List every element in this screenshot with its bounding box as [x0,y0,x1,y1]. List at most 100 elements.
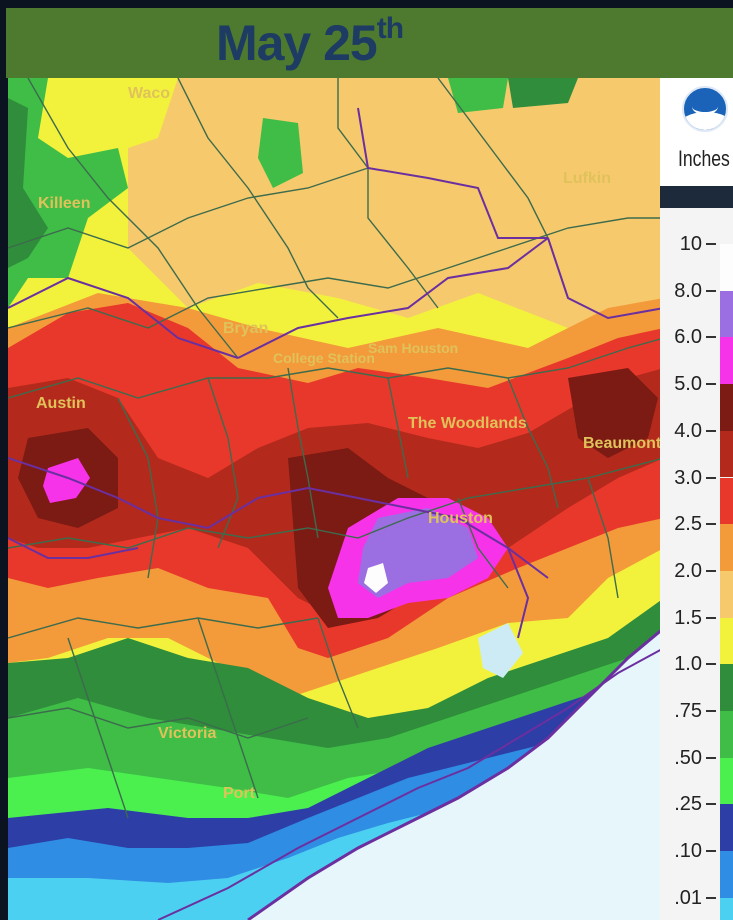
legend-tick-label: 10 [680,232,716,256]
city-labels: Waco Killeen Austin Bryan College Statio… [36,85,662,802]
legend-units-label: Inches [678,146,730,171]
legend-tick-label: 2.0 [674,559,716,583]
precip-band-1-0-north-spot [258,118,303,188]
legend-tick-text: 2.5 [674,513,702,536]
legend-tick-text: .01 [674,886,702,909]
legend-swatch [720,851,733,898]
legend-tick-label: 8.0 [674,279,716,303]
legend-swatch [720,664,733,711]
legend-tick-label: 6.0 [674,325,716,349]
legend-swatch [720,804,733,852]
legend-tick-mark [706,663,716,666]
city-label-sam-houston: Sam Houston [368,340,458,356]
legend-swatch [720,570,733,618]
legend-tick-text: .25 [674,793,702,816]
legend-tick-label: .25 [674,792,716,816]
legend-swatch [720,757,733,805]
legend-tick-mark [706,523,716,526]
legend-tick-text: 8.0 [674,279,702,302]
title-suffix: th [376,12,404,46]
legend-header: Inches [660,78,733,208]
legend-tick-text: 3.0 [674,466,702,489]
legend-tick-mark [706,616,716,619]
legend-tick-label: .50 [674,746,716,770]
region-boundaries [8,107,664,639]
city-label-bryan: Bryan [223,320,268,337]
noaa-logo [682,86,728,132]
legend-tick-label: 3.0 [674,466,716,490]
legend-tick-mark [706,850,716,853]
legend-tick-text: 4.0 [674,419,702,442]
precipitation-map: Waco Killeen Austin Bryan College Statio… [8,78,664,920]
precip-band-1-0-ne-spot-2 [508,78,578,108]
legend-swatch [720,384,733,431]
city-label-houston: Houston [428,510,493,527]
legend-swatch [720,617,733,665]
legend-tick-mark [706,476,716,479]
legend-tick-text: .10 [674,840,702,863]
noaa-wave-icon [684,112,726,130]
legend-tick-label: 1.0 [674,652,716,676]
legend-tick-label: 1.5 [674,606,716,630]
precip-band-10-houston [364,563,388,593]
precip-band-8-0-houston [358,508,478,598]
precip-band-1-0-ne-spot [448,78,508,113]
city-label-college-station: College Station [273,350,375,366]
legend-swatch [720,337,733,385]
legend-tick-text: 10 [679,233,702,255]
slide-title: May 25th [215,12,404,71]
city-label-the-woodlands: The Woodlands [408,415,527,432]
legend-tick-text: 2.0 [674,559,702,582]
legend-tick-label: 4.0 [674,419,716,443]
legend-swatch [720,430,733,478]
legend-tick-label: 5.0 [674,372,716,396]
legend-swatch [720,244,733,291]
precip-band-0-75-nw [8,98,48,268]
precip-band-1-0-nw [8,78,128,308]
legend-tick-mark [706,243,716,245]
legend-tick-label: .75 [674,699,716,723]
gulf-water [248,628,664,920]
legend-tick-label: 2.5 [674,512,716,536]
legend-swatch [720,897,733,920]
legend-tick-text: .75 [674,700,702,722]
legend-tick-text: 1.0 [674,653,702,676]
city-label-beaumont: Beaumont [583,435,662,452]
legend-color-bar [720,208,733,920]
legend-tick-label: .01 [674,886,716,910]
legend-swatch [720,711,733,758]
legend-tick-mark [706,383,716,386]
legend-tick-text: 5.0 [674,373,702,396]
county-boundaries [8,78,664,819]
legend-tick-mark [706,569,716,572]
coastline [247,626,664,920]
city-label-killeen: Killeen [38,195,90,212]
legend-tick-mark [706,336,716,339]
city-label-port: Port [223,785,256,802]
city-label-austin: Austin [36,395,86,412]
legend-tick-mark [706,803,716,806]
city-label-lufkin: Lufkin [563,170,611,187]
legend-tick-mark [706,289,716,292]
precip-band-6-0-austin [43,458,90,503]
legend-tick-text: 6.0 [674,326,702,349]
legend-tick-text: .50 [674,746,702,769]
legend-tick-mark [706,710,716,712]
legend-tick-mark [706,429,716,432]
barrier-island [157,647,664,920]
bay-water [478,623,523,678]
city-label-victoria: Victoria [158,725,217,742]
precip-band-5-0-east [568,368,658,458]
legend-swatch [720,524,733,571]
legend-swatch [720,477,733,525]
city-label-waco: Waco [128,85,170,102]
title-bar: May 25th [6,8,733,78]
legend-tick-label: .10 [674,839,716,863]
legend-tick-column: 10 8.0 6.0 5.0 4.0 3.0 2.5 2.0 1.5 1.0 .75 .50 .25 .1… [660,208,720,920]
legend-tick-mark [706,756,716,759]
precip-band-2-0-north [128,78,664,328]
legend-tick-mark [706,896,716,899]
legend-tick-text: 1.5 [674,606,702,629]
legend-separator [660,186,733,208]
